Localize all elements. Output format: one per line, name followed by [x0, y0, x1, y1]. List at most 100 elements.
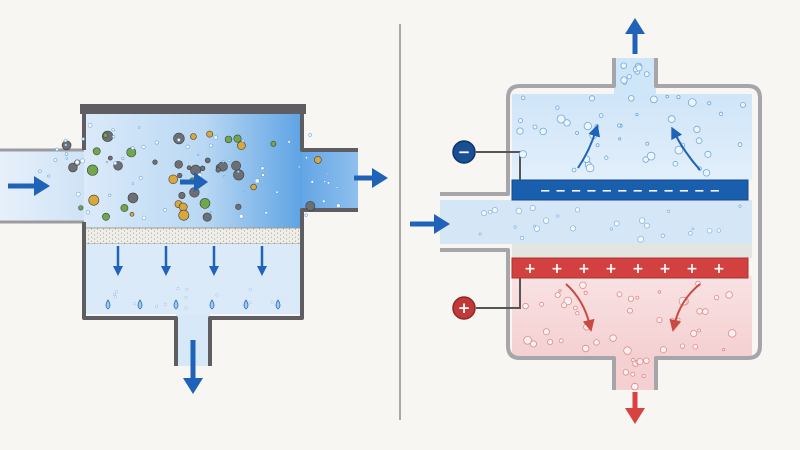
- bubble: [130, 146, 135, 150]
- particle: [305, 201, 316, 211]
- bubble: [641, 373, 646, 378]
- drain-arrow-icon: [183, 340, 203, 394]
- bubble: [516, 127, 524, 135]
- bubble: [617, 123, 622, 128]
- bubble: [64, 152, 69, 156]
- particle: [107, 155, 113, 161]
- bubble: [517, 118, 523, 124]
- down-arrow-head: [161, 266, 171, 276]
- bubble: [533, 225, 541, 232]
- rising-bubble-arrow-icon: [577, 124, 601, 169]
- bubble: [264, 211, 268, 215]
- bubble: [213, 135, 218, 140]
- bubble: [613, 220, 620, 227]
- bubble: [556, 214, 560, 218]
- bubble: [197, 153, 200, 156]
- bubble: [310, 180, 314, 184]
- outlet-arrow-icon: [354, 168, 388, 188]
- bubble: [595, 143, 600, 148]
- filter-media-layer: [83, 227, 303, 245]
- bubble: [335, 186, 339, 189]
- bubble: [215, 293, 219, 297]
- particle: [86, 164, 99, 176]
- bubble: [513, 225, 517, 229]
- bubble: [55, 147, 59, 152]
- bubble: [556, 114, 566, 124]
- bubble: [248, 301, 252, 305]
- bubble: [707, 101, 712, 106]
- bubble: [208, 143, 213, 148]
- bubble: [669, 317, 675, 323]
- particle: [224, 135, 233, 144]
- particle: [178, 192, 186, 200]
- plus-mark: +: [713, 261, 725, 277]
- bubble: [656, 317, 663, 324]
- bubble: [593, 339, 600, 346]
- bubble: [260, 166, 265, 171]
- bubble: [573, 305, 578, 311]
- bubble: [305, 156, 308, 160]
- bubble: [243, 191, 246, 194]
- plus-mark: +: [686, 261, 698, 277]
- bubble: [533, 224, 536, 228]
- bubble: [113, 295, 117, 299]
- bubble: [631, 357, 636, 363]
- bubble: [209, 210, 213, 213]
- bubble: [626, 74, 632, 80]
- bubble: [539, 301, 544, 307]
- bubble: [738, 204, 742, 208]
- bubble: [561, 302, 568, 309]
- particle: [168, 174, 178, 185]
- bubble: [287, 140, 291, 144]
- bubble: [481, 210, 487, 217]
- bubble: [519, 236, 524, 241]
- top-outlet-pipe: [614, 58, 656, 96]
- bubble: [241, 139, 245, 143]
- bubble: [665, 94, 669, 99]
- plus-mark: +: [524, 261, 536, 277]
- particle: [190, 133, 197, 140]
- positive-terminal[interactable]: +: [452, 278, 521, 320]
- bubble: [604, 155, 609, 160]
- particle: [250, 183, 257, 191]
- negative-terminal[interactable]: −: [452, 140, 521, 180]
- bubble: [674, 145, 684, 155]
- bubble: [631, 382, 639, 391]
- bubble: [326, 172, 329, 175]
- bubble: [636, 358, 644, 365]
- water-droplet-icon: [275, 299, 281, 310]
- bubble: [237, 170, 240, 173]
- bubble: [627, 307, 633, 314]
- bubble: [184, 296, 188, 299]
- bubble: [227, 158, 231, 162]
- bubble: [238, 214, 244, 219]
- bubble: [609, 334, 617, 342]
- particle: [177, 172, 183, 179]
- bubble: [521, 95, 526, 100]
- cell-housing: [440, 58, 762, 390]
- clean-water-droplets: [105, 287, 281, 310]
- particle: [120, 204, 129, 212]
- particle: [102, 212, 110, 221]
- bubble: [115, 290, 118, 294]
- bubble: [522, 302, 529, 310]
- bubble: [627, 295, 635, 302]
- inlet-arrow-icon: [410, 214, 450, 234]
- bubble: [542, 217, 550, 224]
- bubble: [298, 165, 301, 169]
- bubble: [620, 62, 627, 69]
- bubble: [704, 150, 712, 158]
- bubble: [616, 291, 623, 298]
- bubble: [659, 346, 667, 354]
- particle: [178, 209, 190, 221]
- particle: [199, 198, 211, 209]
- bubble: [706, 227, 713, 234]
- bubble: [529, 205, 536, 211]
- negative-plate-marks: − − − − − − − − − − − −: [540, 184, 721, 199]
- top-outlet-arrow-icon: [625, 18, 645, 54]
- particle: [88, 194, 100, 206]
- negative-electrode-plate: [511, 179, 749, 201]
- bubble: [672, 160, 679, 167]
- flow-arrow-icon: [180, 172, 208, 192]
- bubble: [575, 131, 579, 135]
